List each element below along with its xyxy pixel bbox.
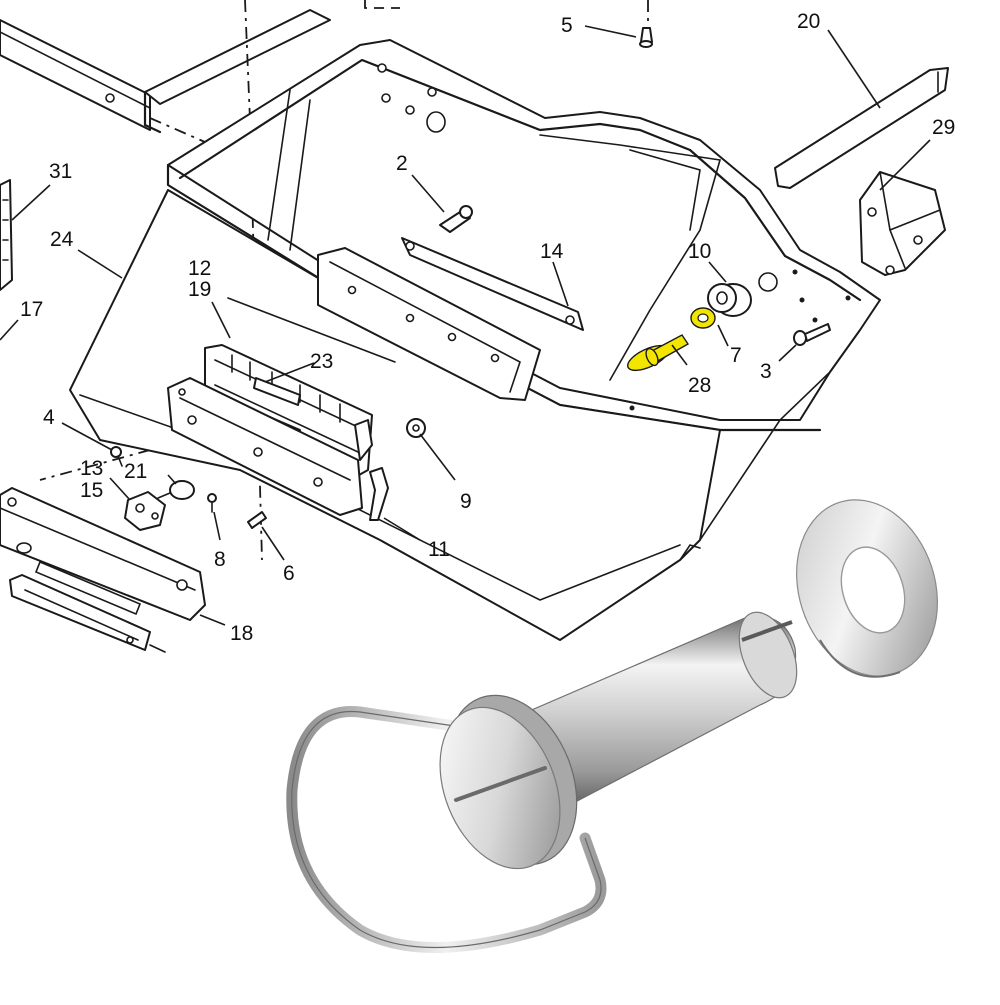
callout-14: 14: [540, 240, 564, 263]
callout-21: 21: [124, 460, 147, 483]
trim-strip-20-icon: [774, 67, 949, 189]
washer-7-highlight: [690, 307, 716, 329]
grommet-10-icon: [707, 283, 752, 317]
callout-13: 13: [80, 457, 103, 480]
callout-9: 9: [460, 490, 472, 513]
part-21-icon: [157, 480, 195, 500]
bolt-5-icon: [639, 27, 653, 48]
screw-6-icon: [247, 511, 267, 529]
screw-4-icon: [110, 446, 123, 467]
callout-2: 2: [396, 152, 408, 175]
callout-31: 31: [49, 160, 72, 183]
callout-5: 5: [561, 14, 573, 37]
handle-bar-18-icon: [0, 487, 206, 653]
nut-9-icon: [406, 418, 426, 438]
callout-29: 29: [932, 116, 955, 139]
callout-28: 28: [688, 374, 711, 397]
part-8-icon: [207, 493, 217, 513]
callout-12: 12: [188, 257, 211, 280]
callout-6: 6: [283, 562, 295, 585]
top-rail: [0, 9, 331, 134]
callout-20: 20: [797, 10, 820, 33]
part-31-icon: [0, 179, 13, 291]
screw-3-icon: [793, 323, 831, 346]
callout-17: 17: [20, 298, 43, 321]
callout-18: 18: [230, 622, 253, 645]
callout-labels: 5 20 29 2 31 24 17 12 19 14 10 7 3 28 23…: [20, 10, 955, 645]
callout-19: 19: [188, 278, 211, 301]
flat-washer-icon: [796, 499, 938, 678]
saddlebag-body: [69, 39, 881, 641]
callout-7: 7: [730, 344, 742, 367]
callout-8: 8: [214, 548, 226, 571]
hinge-bracket-29-icon: [859, 171, 946, 276]
pin-28-highlight: [627, 334, 690, 372]
callout-11: 11: [428, 538, 450, 561]
latch-assembly: [167, 344, 389, 521]
callout-15: 15: [80, 479, 103, 502]
callout-23: 23: [310, 350, 333, 373]
leader-lines: [0, 25, 931, 626]
callout-24: 24: [50, 228, 74, 251]
callout-3: 3: [760, 360, 772, 383]
callout-10: 10: [688, 240, 711, 263]
quick-release-pin-icon: [286, 611, 798, 953]
catch-13-icon: [124, 491, 166, 531]
callout-4: 4: [43, 406, 55, 429]
screw-2-icon: [439, 205, 473, 233]
